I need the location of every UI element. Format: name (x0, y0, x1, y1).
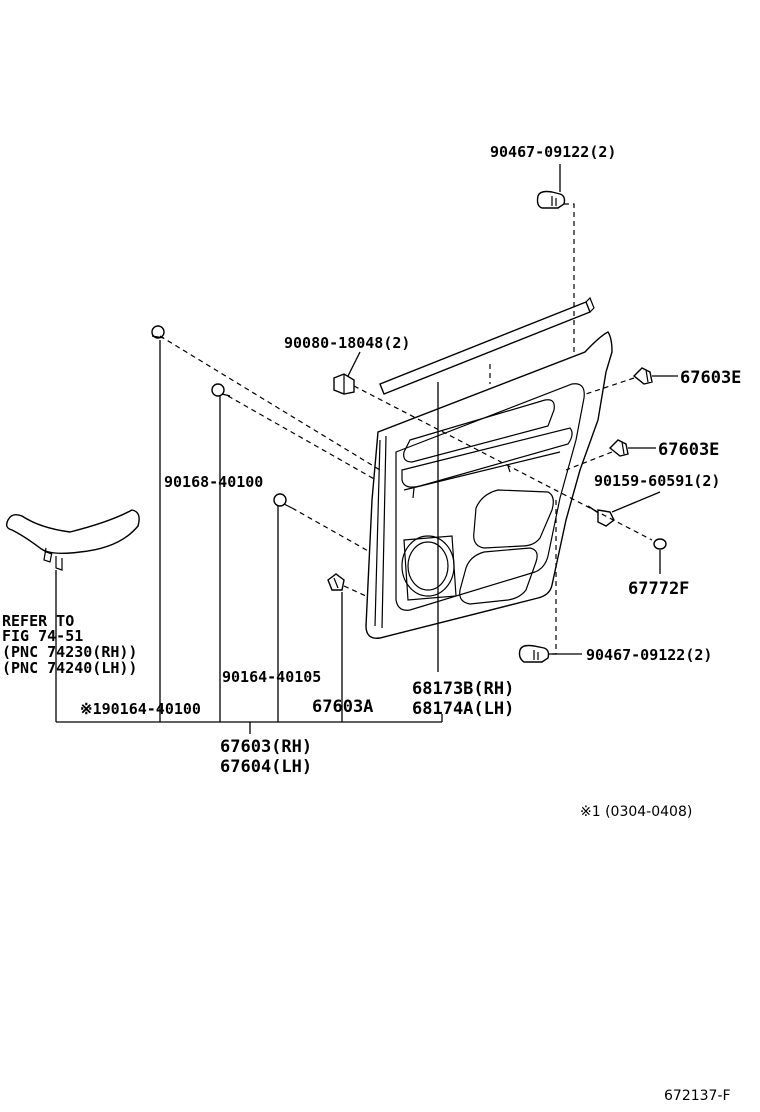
label-panel-rh: 67603(RH) (220, 737, 312, 757)
label-plug: 67772F (628, 579, 689, 599)
label-clip-left: 90168-40100 (164, 473, 263, 491)
label-weatherstrip-rh: 68173B(RH) (412, 679, 514, 699)
part-labels: 90467-09122(2) 90080-18048(2) 67603E 676… (2, 143, 741, 1104)
belt-weatherstrip (379, 296, 595, 395)
label-refer-3: (PNC 74230(RH)) (2, 643, 137, 661)
clip-lower-part (327, 573, 345, 591)
clip-mid-part (273, 493, 293, 509)
label-screw-top: 90080-18048(2) (284, 334, 410, 352)
label-panel-lh: 67604(LH) (220, 757, 312, 777)
leader-lines (55, 164, 678, 734)
clip-left-top-part (151, 325, 165, 339)
clip-right-1-part (632, 367, 653, 385)
screw-top-part (333, 373, 355, 395)
clip-left-part (211, 383, 231, 397)
label-footnote: ※1 (0304-0408) (580, 804, 692, 820)
plug-part (653, 538, 667, 550)
label-refer-4: (PNC 74240(LH)) (2, 659, 137, 677)
label-clip-lower: 67603A (312, 697, 373, 717)
screw-right-part (587, 505, 615, 527)
clip-top-part (536, 190, 566, 209)
clip-right-2-part (608, 439, 629, 457)
label-refer-2: FIG 74-51 (2, 627, 83, 645)
label-clip-top: 90467-09122(2) (490, 143, 616, 161)
label-weatherstrip-lh: 68174A(LH) (412, 699, 514, 719)
label-clip-bottom: 90467-09122(2) (586, 646, 712, 664)
label-screw-right: 90159-60591(2) (594, 472, 720, 490)
clip-bottom-part (518, 644, 550, 663)
label-clip-right-2: 67603E (658, 440, 719, 460)
label-clip-note1: ※190164-40100 (80, 700, 201, 718)
label-clip-mid: 90164-40105 (222, 668, 321, 686)
armrest-part (5, 509, 140, 571)
label-figure-code: 672137-F (664, 1088, 731, 1104)
door-trim-panel (365, 331, 613, 639)
label-refer-1: REFER TO (2, 612, 74, 630)
label-clip-right-1: 67603E (680, 368, 741, 388)
